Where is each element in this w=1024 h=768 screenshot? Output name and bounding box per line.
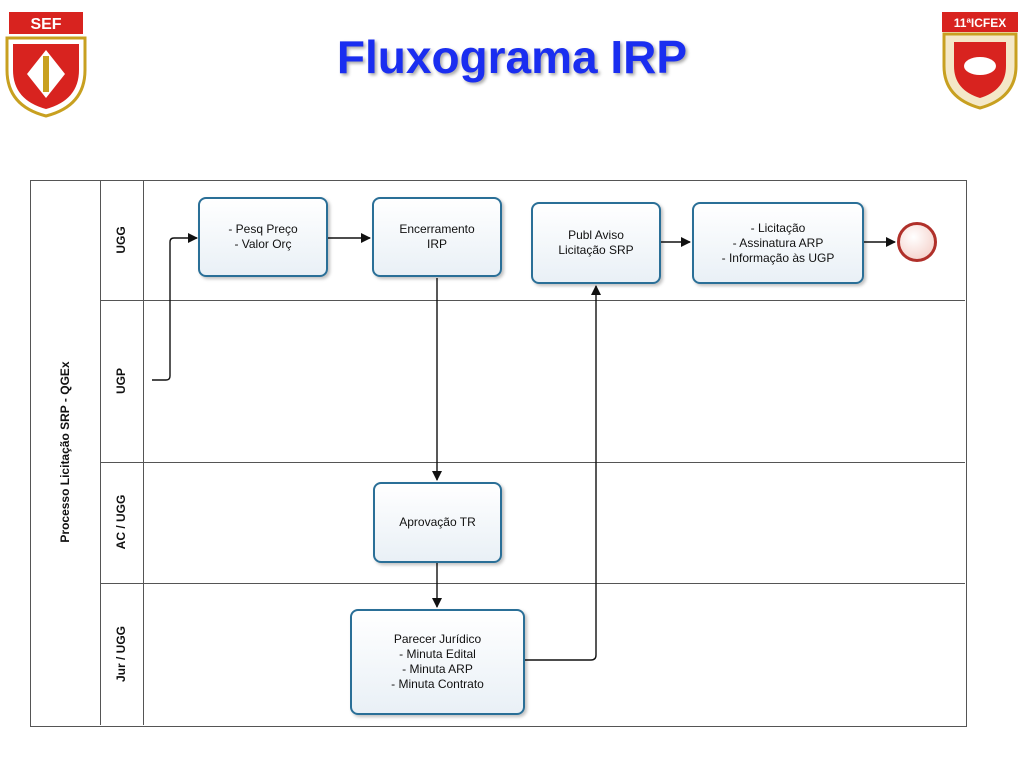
svg-text:11ªICFEX: 11ªICFEX [954, 16, 1006, 30]
lane-divider [100, 583, 965, 584]
pool-label-cell [30, 180, 101, 725]
task-licitacao[interactable]: - Licitação - Assinatura ARP - Informaçã… [692, 202, 864, 284]
lane-label-column [100, 180, 144, 725]
lane-divider [100, 300, 965, 301]
flow-parecer-to-publ [525, 285, 601, 661]
icfex-logo: 11ªICFEX [942, 12, 1018, 110]
flow-start-to-pesq [152, 233, 198, 381]
task-encerramento-irp[interactable]: Encerramento IRP [372, 197, 502, 277]
task-parecer-juridico[interactable]: Parecer Jurídico - Minuta Edital - Minut… [350, 609, 525, 715]
sef-logo: SEF [5, 12, 87, 118]
end-event[interactable] [897, 222, 937, 262]
lane-divider [100, 462, 965, 463]
pool [30, 180, 967, 727]
task-aprovacao-tr[interactable]: Aprovação TR [373, 482, 502, 563]
task-pesq-preco[interactable]: - Pesq Preço - Valor Orç [198, 197, 328, 277]
svg-text:SEF: SEF [30, 16, 61, 33]
task-publ-aviso[interactable]: Publ Aviso Licitação SRP [531, 202, 661, 284]
page-title: Fluxograma IRP [336, 31, 688, 83]
